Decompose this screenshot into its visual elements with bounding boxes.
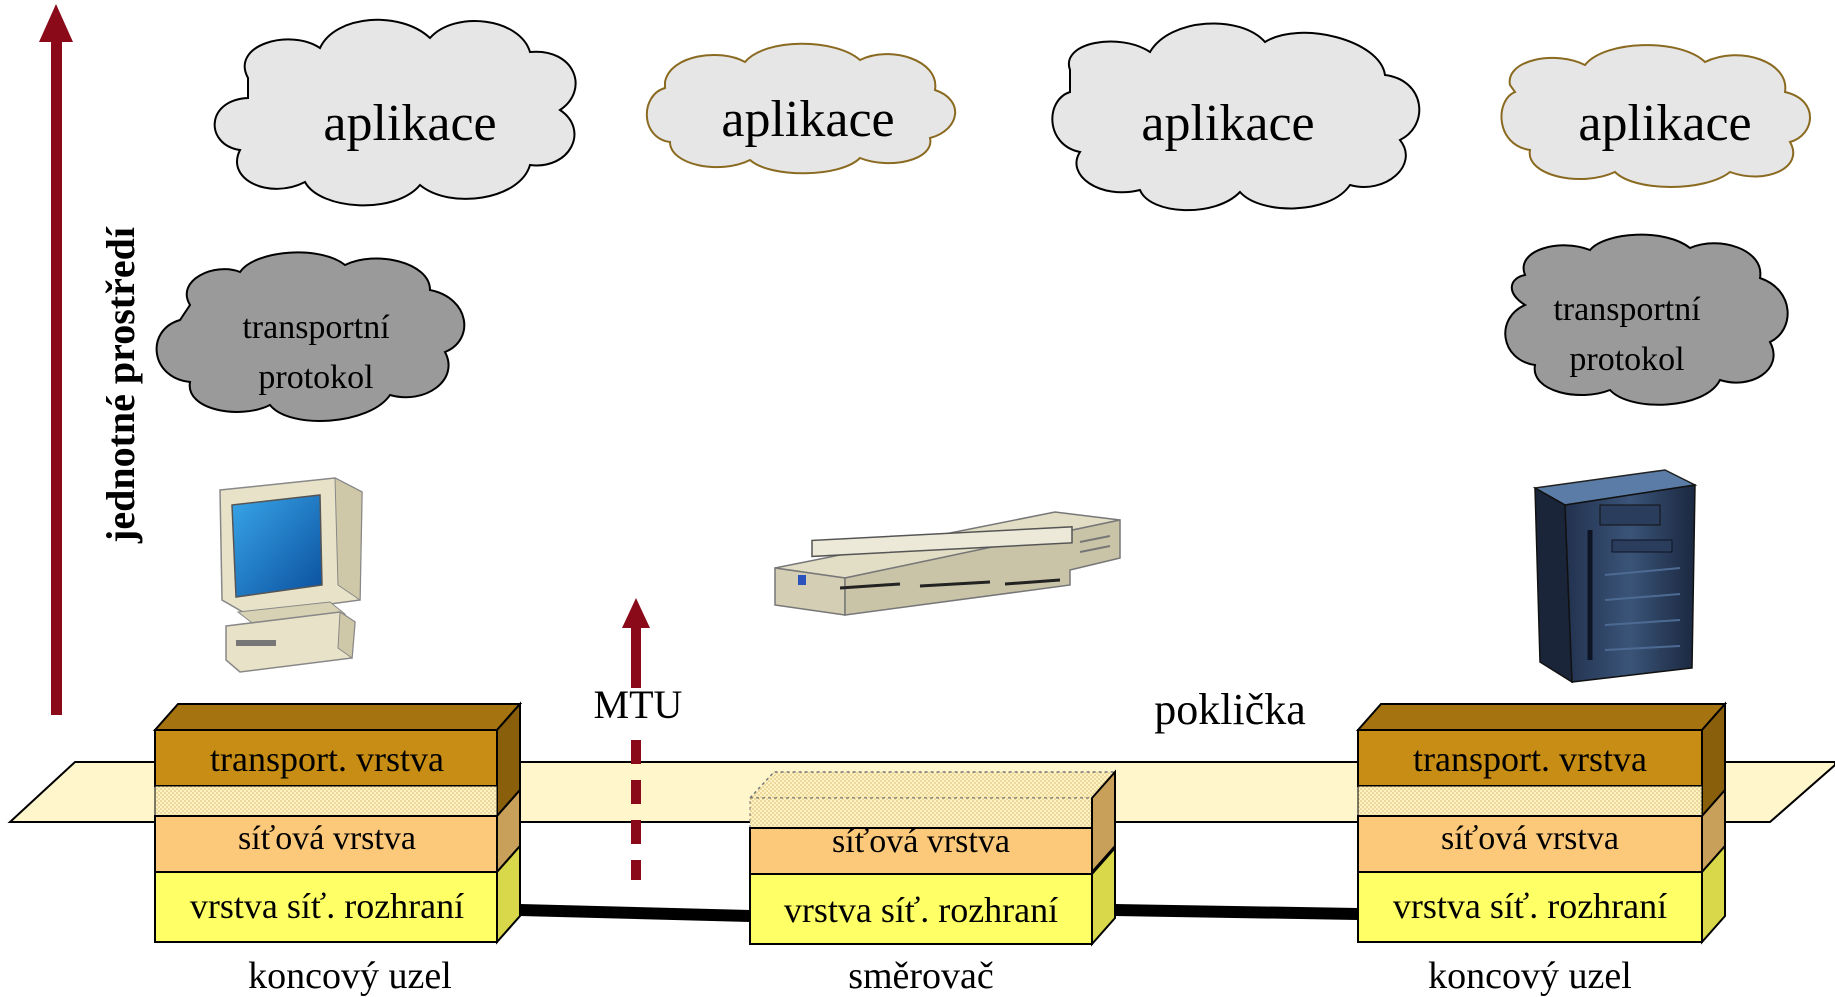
desktop-computer-icon (219, 477, 363, 673)
transport-cloud-line1: transportní (242, 309, 390, 346)
transport-cloud-right: transportní protokol (1504, 233, 1789, 406)
link-router-right (1114, 904, 1359, 920)
transport-cloud-left: transportní protokol (155, 251, 466, 422)
interface-layer-label: vrstva síť. rozhraní (190, 886, 464, 926)
network-layer-label: síťová vrstva (238, 820, 416, 857)
lid-label: poklička (1154, 685, 1306, 734)
side-label: jednotné prostředí (98, 226, 143, 544)
transport-layer-label: transport. vrstva (1413, 739, 1647, 779)
app-cloud-4: aplikace (1500, 44, 1811, 188)
app-cloud-label: aplikace (1578, 95, 1751, 152)
app-cloud-label: aplikace (323, 95, 496, 152)
network-layer-label: síťová vrstva (832, 823, 1010, 860)
network-layer-label: síťová vrstva (1441, 820, 1619, 857)
mtu-label: MTU (594, 682, 683, 727)
transport-cloud-line2: protokol (1569, 341, 1684, 378)
app-cloud-label: aplikace (1141, 95, 1314, 152)
unified-environment-arrow (39, 4, 73, 715)
app-cloud-1: aplikace (213, 18, 577, 207)
transport-layer-label: transport. vrstva (210, 739, 444, 779)
left-node-caption: koncový uzel (248, 955, 452, 997)
router-caption: směrovač (848, 955, 994, 997)
app-cloud-label: aplikace (721, 91, 894, 148)
router-stack: síťová vrstva vrstva síť. rozhraní (748, 769, 1117, 947)
interface-layer-label: vrstva síť. rozhraní (784, 890, 1058, 930)
app-cloud-3: aplikace (1051, 22, 1421, 212)
mtu-arrow (622, 598, 650, 880)
interface-layer-label: vrstva síť. rozhraní (1393, 886, 1667, 926)
right-node-caption: koncový uzel (1428, 955, 1632, 997)
left-node-stack: transport. vrstva síťová vrstva vrstva s… (152, 701, 523, 945)
right-node-stack: transport. vrstva síťová vrstva vrstva s… (1355, 701, 1728, 945)
transport-cloud-line2: protokol (258, 359, 373, 396)
server-icon (1532, 469, 1698, 684)
router-icon (774, 511, 1121, 616)
link-left-router (519, 904, 751, 922)
app-cloud-2: aplikace (645, 42, 956, 175)
transport-cloud-line1: transportní (1553, 291, 1701, 328)
